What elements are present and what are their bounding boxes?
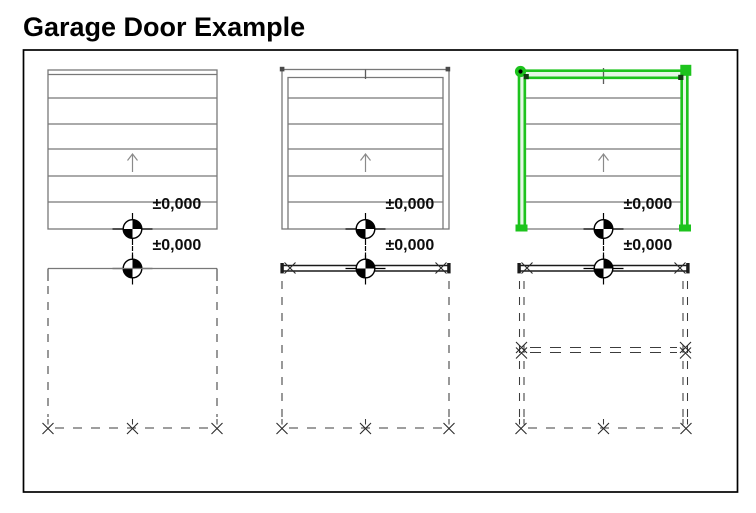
header-level-label: ±0,000 [153,196,202,213]
elevation-view: ±0,000 ±0,000 [514,64,692,259]
level-datum-icon [111,212,154,246]
clearance-dashed-outline [281,281,450,429]
open-direction-arrow-icon [597,153,610,173]
sill-level-label: ±0,000 [624,237,673,254]
selection-node-icon[interactable] [678,74,684,80]
corner-node-icon [279,66,285,72]
open-direction-arrow-icon [126,153,139,173]
garage-door-object-2[interactable]: ±0,000 ±0,000 [275,66,456,435]
hotspot-x-icon [520,261,534,275]
hotspot-x-icon [283,261,297,275]
level-datum-icon [344,212,387,246]
level-datum-icon [582,251,625,286]
garage-door-object-1[interactable]: ±0,000 ±0,000 [41,69,224,435]
level-datum-icon [344,251,387,286]
hotspot-x-icon [434,261,448,275]
selection-handle-corner[interactable] [680,64,692,76]
open-leaf-dashed-lines [515,341,692,360]
corner-node-icon [445,66,451,72]
hotspot-x-icons [41,422,224,435]
panel-lines [48,97,217,203]
header-level-label: ±0,000 [386,196,435,213]
panel-lines [288,97,443,203]
page-title: Garage Door Example [23,12,306,42]
sill-level-label: ±0,000 [386,237,435,254]
elevation-view: ±0,000 ±0,000 [47,69,218,259]
level-datum-icon [582,212,625,246]
viewport-border [22,49,739,493]
selected-frame-outline [515,69,691,232]
clearance-dashed-outline [47,286,218,429]
track-dashed-lines [518,281,689,417]
header-level-label: ±0,000 [624,196,673,213]
hotspot-x-icons [514,422,693,435]
open-direction-arrow-icon [359,153,372,173]
elevation-view: ±0,000 ±0,000 [279,66,451,259]
plan-view [514,251,693,435]
hotspot-x-icon [673,261,687,275]
selection-node-icon[interactable] [523,74,529,80]
clearance-dashed-outline [518,419,689,429]
plan-view [41,251,224,435]
garage-door-object-3-selected[interactable]: ±0,000 ±0,000 [514,64,693,435]
selection-handle-origin-dot [518,69,523,74]
hotspot-x-icons [275,422,456,435]
sill-level-label: ±0,000 [153,237,202,254]
plan-view [275,251,456,435]
